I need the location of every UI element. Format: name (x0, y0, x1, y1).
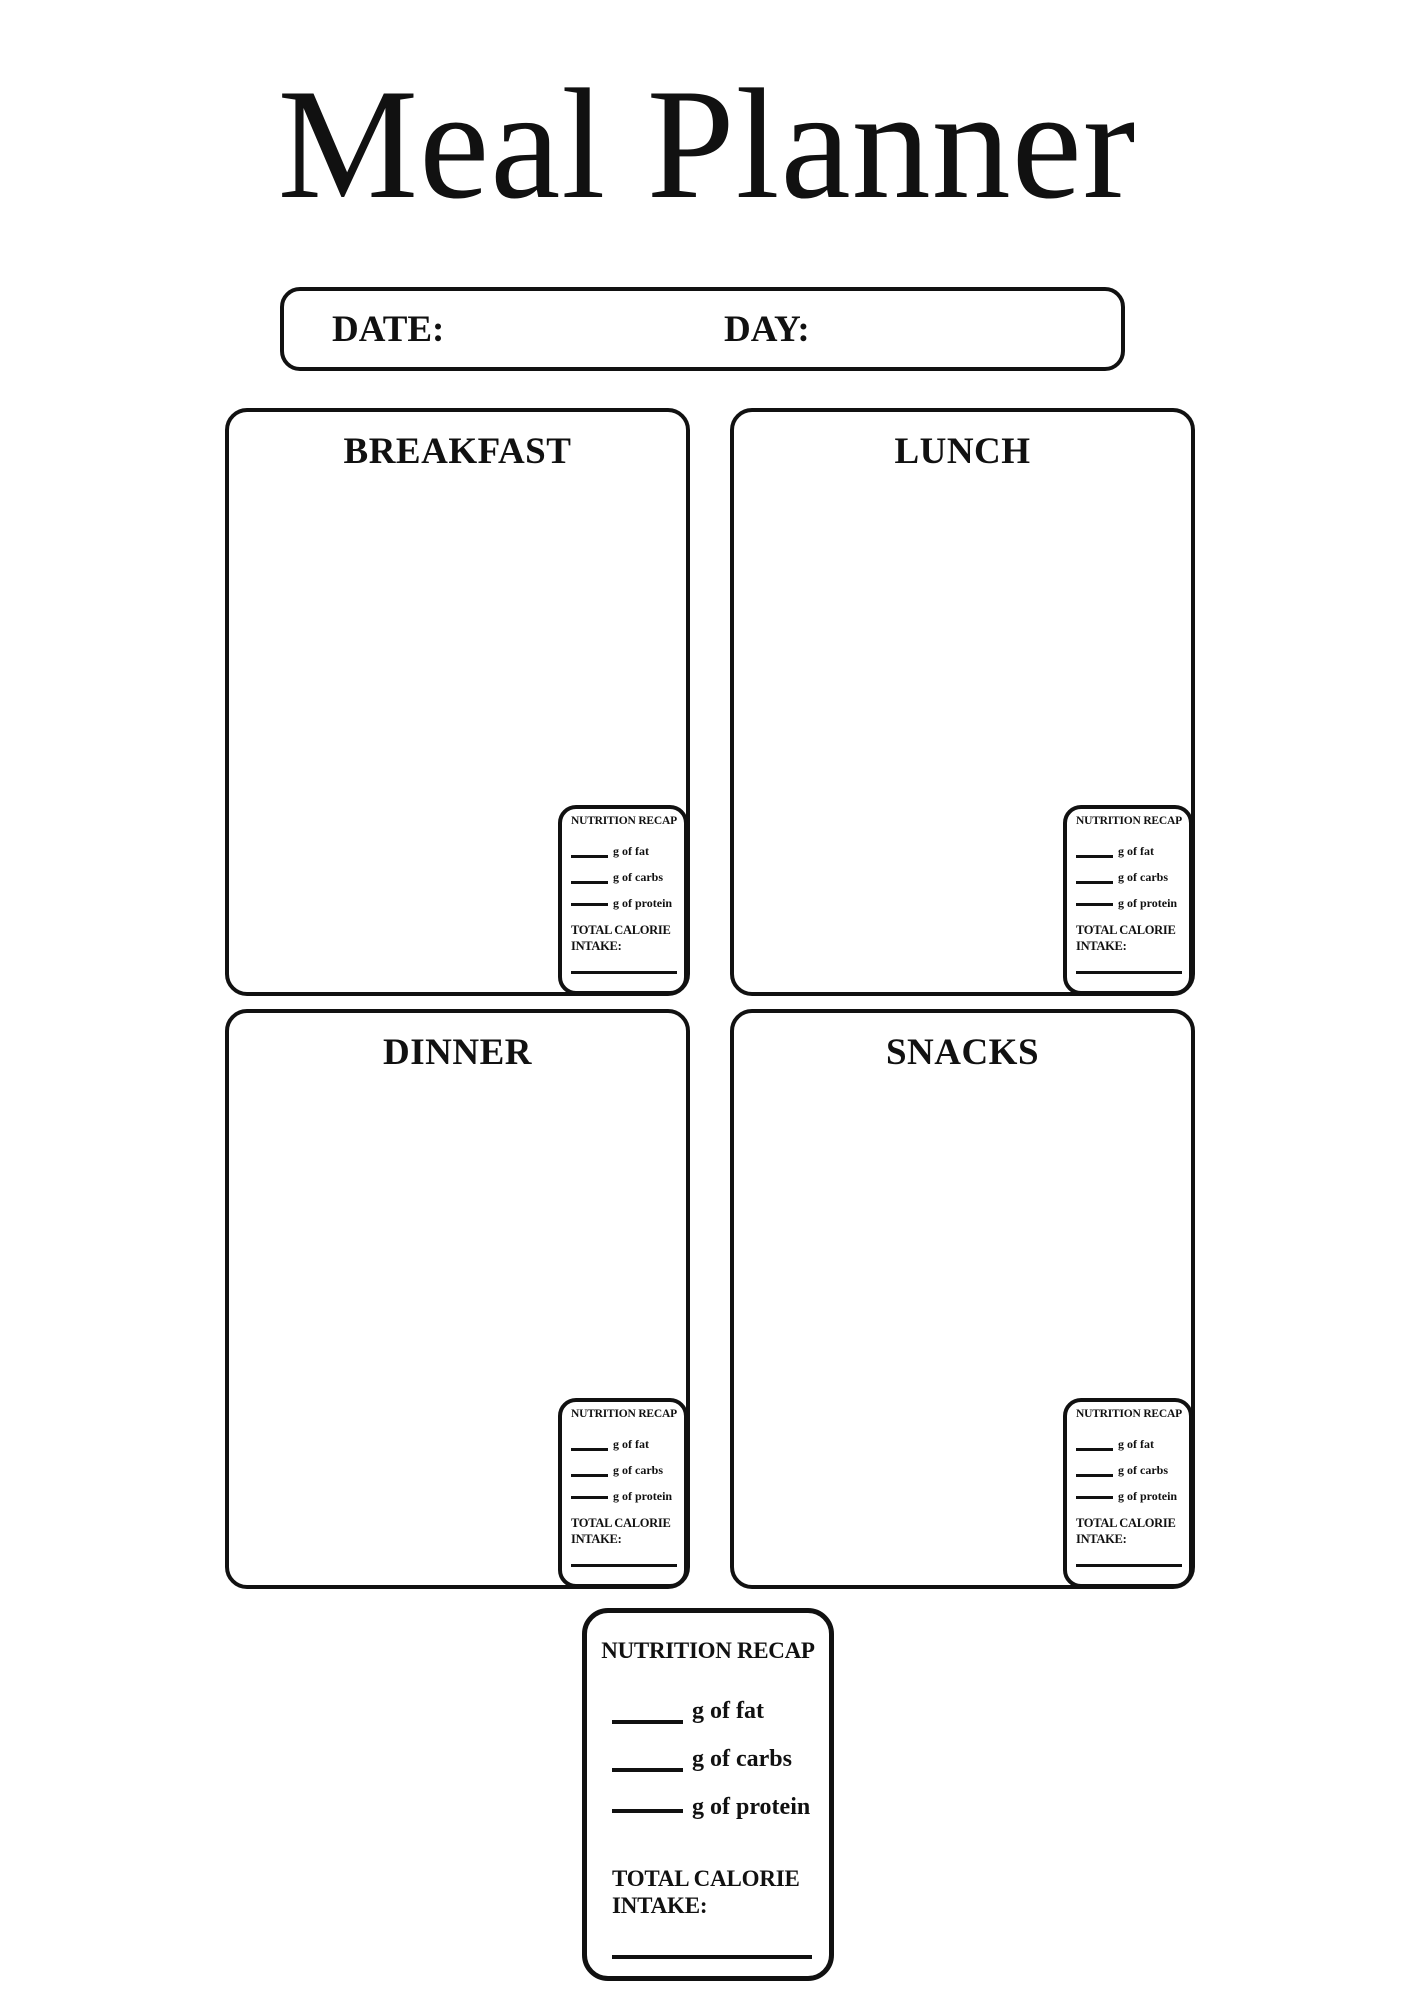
total-calorie-label: TOTAL CALORIE INTAKE: (571, 923, 671, 953)
total-calorie-blank-line (1076, 1564, 1182, 1567)
recap-title: NUTRITION RECAP (571, 815, 677, 827)
fat-row: g of fat (1076, 844, 1185, 858)
date-label: DATE: (332, 308, 445, 350)
fat-label: g of fat (613, 844, 649, 858)
carbs-row: g of carbs (1076, 1463, 1185, 1477)
protein-label: g of protein (692, 1794, 811, 1820)
protein-label: g of protein (613, 896, 673, 910)
meal-box-snacks: SNACKS NUTRITION RECAP g of fat g of car… (730, 1009, 1195, 1589)
carbs-row: g of carbs (571, 1463, 680, 1477)
total-calorie-blank-line (1076, 971, 1182, 974)
carbs-blank-line (612, 1768, 683, 1772)
fat-blank-line (1076, 855, 1113, 858)
carbs-row: g of carbs (612, 1745, 815, 1773)
recap-title: NUTRITION RECAP (1076, 815, 1182, 827)
total-calorie-label: TOTAL CALORIE INTAKE: (612, 1866, 800, 1918)
meal-title: LUNCH (894, 431, 1031, 472)
total-calorie-blank-line (612, 1955, 812, 1959)
total-calorie-blank-line (571, 971, 677, 974)
protein-label: g of protein (1118, 1489, 1178, 1503)
nutrition-recap-mini: NUTRITION RECAP g of fat g of carbs g of… (558, 1398, 688, 1588)
carbs-blank-line (1076, 1474, 1113, 1477)
fat-row: g of fat (612, 1697, 815, 1725)
fat-row: g of fat (1076, 1437, 1185, 1451)
fat-label: g of fat (1118, 1437, 1154, 1451)
nutrition-recap-mini: NUTRITION RECAP g of fat g of carbs g of… (1063, 805, 1193, 995)
meal-box-breakfast: BREAKFAST NUTRITION RECAP g of fat g of … (225, 408, 690, 996)
total-calorie-label: TOTAL CALORIE INTAKE: (1076, 923, 1176, 953)
fat-label: g of fat (613, 1437, 649, 1451)
carbs-blank-line (1076, 881, 1113, 884)
carbs-label: g of carbs (613, 870, 663, 884)
recap-title: NUTRITION RECAP (601, 1638, 815, 1663)
fat-blank-line (571, 1448, 608, 1451)
fat-blank-line (612, 1720, 683, 1724)
date-day-bar: DATE: DAY: (280, 287, 1125, 371)
meal-box-lunch: LUNCH NUTRITION RECAP g of fat g of carb… (730, 408, 1195, 996)
recap-title: NUTRITION RECAP (571, 1408, 677, 1420)
total-calorie-label: TOTAL CALORIE INTAKE: (571, 1516, 671, 1546)
nutrition-recap-summary: NUTRITION RECAP g of fat g of carbs g of… (582, 1608, 834, 1981)
meal-title: BREAKFAST (343, 431, 572, 472)
carbs-row: g of carbs (1076, 870, 1185, 884)
carbs-label: g of carbs (613, 1463, 663, 1477)
page-title: Meal Planner (277, 57, 1137, 232)
fat-row: g of fat (571, 1437, 680, 1451)
day-label: DAY: (724, 308, 810, 350)
protein-blank-line (612, 1809, 683, 1813)
protein-row: g of protein (1076, 1489, 1185, 1503)
recap-title: NUTRITION RECAP (1076, 1408, 1182, 1420)
meal-title: SNACKS (885, 1032, 1040, 1073)
nutrition-recap-mini: NUTRITION RECAP g of fat g of carbs g of… (1063, 1398, 1193, 1588)
total-calorie-label: TOTAL CALORIE INTAKE: (1076, 1516, 1176, 1546)
fat-label: g of fat (692, 1698, 764, 1724)
protein-label: g of protein (1118, 896, 1178, 910)
fat-row: g of fat (571, 844, 680, 858)
nutrition-recap-mini: NUTRITION RECAP g of fat g of carbs g of… (558, 805, 688, 995)
total-calorie-blank-line (571, 1564, 677, 1567)
fat-label: g of fat (1118, 844, 1154, 858)
protein-row: g of protein (571, 896, 680, 910)
protein-row: g of protein (1076, 896, 1185, 910)
protein-row: g of protein (571, 1489, 680, 1503)
carbs-label: g of carbs (1118, 1463, 1168, 1477)
meal-title: DINNER (383, 1032, 532, 1073)
protein-blank-line (1076, 903, 1113, 906)
protein-row: g of protein (612, 1793, 815, 1821)
protein-blank-line (571, 903, 608, 906)
protein-label: g of protein (613, 1489, 673, 1503)
meal-box-dinner: DINNER NUTRITION RECAP g of fat g of car… (225, 1009, 690, 1589)
protein-blank-line (571, 1496, 608, 1499)
fat-blank-line (1076, 1448, 1113, 1451)
carbs-blank-line (571, 1474, 608, 1477)
carbs-blank-line (571, 881, 608, 884)
protein-blank-line (1076, 1496, 1113, 1499)
carbs-row: g of carbs (571, 870, 680, 884)
fat-blank-line (571, 855, 608, 858)
carbs-label: g of carbs (692, 1746, 792, 1772)
carbs-label: g of carbs (1118, 870, 1168, 884)
